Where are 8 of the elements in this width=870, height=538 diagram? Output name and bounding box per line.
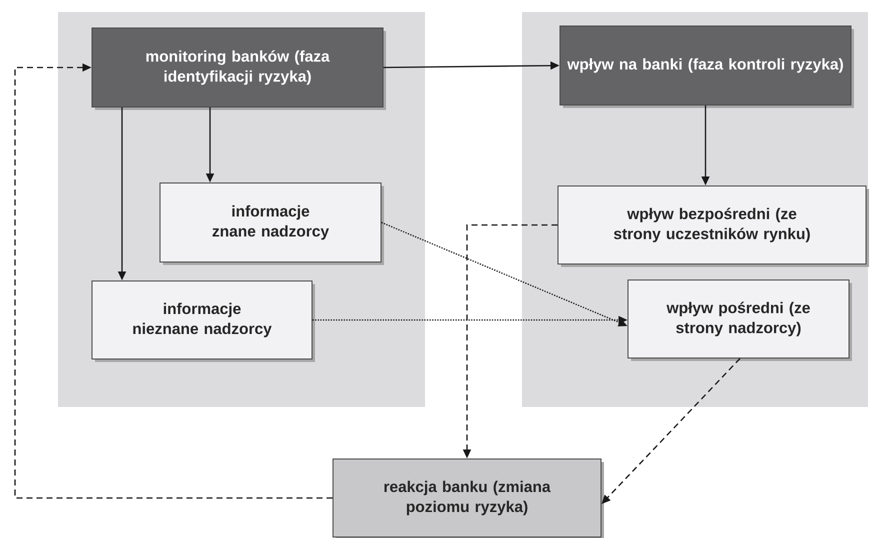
process-box: reakcja banku (zmiana poziomu ryzyka) bbox=[332, 458, 604, 538]
process-box: wpływ pośredni (ze strony nadzorcy) bbox=[628, 280, 852, 361]
process-box: wpływ bezpośredni (ze strony uczestników rynku) bbox=[558, 186, 869, 267]
process-box: informacje nieznane nadzorcy bbox=[92, 280, 315, 362]
arrow bbox=[14, 63, 332, 499]
process-box: monitoring banków (faza identyfikacji ryzyka) bbox=[92, 28, 386, 110]
process-box: informacje znane nadzorcy bbox=[160, 182, 384, 265]
process-box: wpływ na banki (faza kontroli ryzyka) bbox=[560, 26, 854, 108]
